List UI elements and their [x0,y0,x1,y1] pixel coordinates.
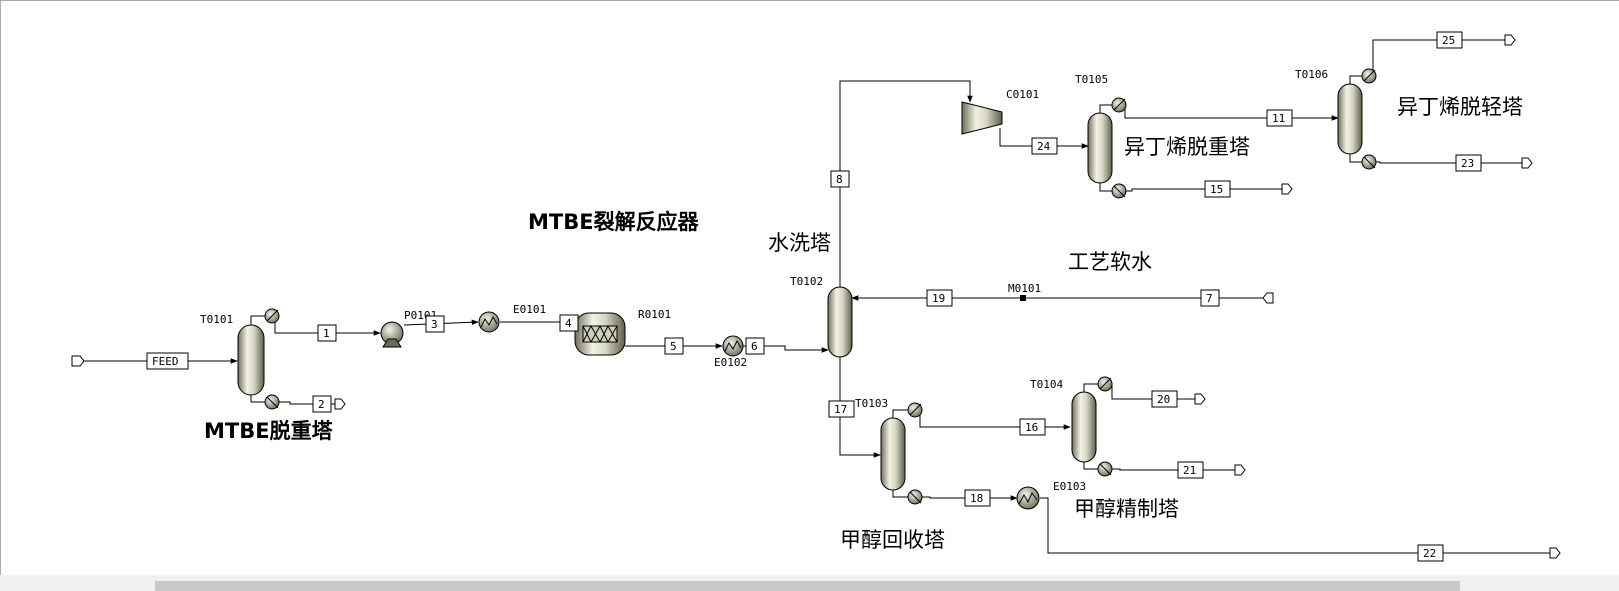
window-border-top [0,0,1619,1]
s23-outlet-arrow [1521,157,1533,169]
label-isobutene-heavy-column: 异丁烯脱重塔 [1124,135,1250,159]
s22-outlet-arrow [1549,547,1561,559]
svg-text:23: 23 [1461,157,1474,170]
heater-e0102[interactable] [722,335,744,357]
label-mtbe-heavy-column: MTBE脱重塔 [204,419,334,443]
stream-labels[interactable]: FEED 1 2 3 4 5 6 7 8 11 15 16 17 18 19 2… [146,31,1482,562]
window-border-left [0,0,1,591]
block-id-t0103: T0103 [855,397,888,410]
stream-label-5: 5 [664,337,684,355]
stream-label-20: 20 [1151,390,1178,408]
svg-text:22: 22 [1423,547,1436,560]
svg-text:1: 1 [323,327,330,340]
svg-text:25: 25 [1442,34,1455,47]
svg-text:21: 21 [1183,464,1196,477]
svg-text:19: 19 [932,292,945,305]
column-t0103[interactable] [880,402,923,505]
stream-label-feed: FEED [146,352,189,370]
block-id-e0103: E0103 [1053,480,1086,493]
column-t0104[interactable] [1071,376,1113,477]
s25-outlet-arrow [1504,34,1516,46]
svg-text:FEED: FEED [152,355,179,368]
stream-label-22: 22 [1417,544,1444,562]
stream-label-25: 25 [1436,31,1463,49]
column-t0105[interactable] [1087,97,1127,199]
heater-e0103[interactable] [1016,486,1040,510]
stream-label-15: 15 [1204,180,1231,198]
stream-label-6: 6 [745,337,765,355]
stream-label-1: 1 [317,324,337,342]
stream-label-4: 4 [559,314,579,332]
stream-label-16: 16 [1019,418,1046,436]
label-isobutene-light-column: 异丁烯脱轻塔 [1397,95,1523,119]
column-t0102[interactable] [827,286,853,358]
svg-text:15: 15 [1210,183,1223,196]
svg-text:24: 24 [1037,140,1051,153]
column-t0101[interactable] [237,308,280,410]
svg-text:4: 4 [565,317,572,330]
block-id-c0101: C0101 [1006,88,1039,101]
svg-text:20: 20 [1157,393,1170,406]
svg-text:8: 8 [836,173,843,186]
stream-label-8: 8 [830,170,850,188]
stream-label-2: 2 [312,395,332,413]
label-methanol-recovery-column: 甲醇回收塔 [840,528,945,552]
svg-text:3: 3 [431,318,438,331]
horizontal-scrollbar-thumb[interactable] [155,581,1460,591]
block-id-e0101: E0101 [513,303,546,316]
block-id-t0101: T0101 [200,313,233,326]
s20-outlet-arrow [1194,393,1206,405]
block-id-t0104: T0104 [1030,378,1063,391]
feed-inlet-arrow [71,355,85,367]
stream-label-17: 17 [828,400,855,418]
svg-text:5: 5 [670,340,677,353]
block-id-r0101: R0101 [638,308,671,321]
svg-text:16: 16 [1025,421,1038,434]
svg-text:11: 11 [1272,112,1285,125]
reactor-r0101[interactable] [574,312,626,356]
block-id-t0105: T0105 [1075,73,1108,86]
svg-text:17: 17 [834,403,847,416]
stream-label-24: 24 [1031,137,1058,155]
stream-terminals [71,34,1561,559]
svg-text:7: 7 [1206,292,1213,305]
block-id-e0102: E0102 [714,356,747,369]
stream-label-3: 3 [425,315,445,333]
block-id-t0102: T0102 [790,275,823,288]
label-mtbe-reactor: MTBE裂解反应器 [528,210,700,234]
svg-text:2: 2 [318,398,325,411]
svg-text:6: 6 [751,340,758,353]
label-process-soft-water: 工艺软水 [1068,250,1152,274]
stream-label-21: 21 [1177,461,1204,479]
heater-e0101[interactable] [478,311,500,333]
block-id-t0106: T0106 [1295,68,1328,81]
pump-p0101[interactable] [380,321,404,348]
stream-label-19: 19 [926,289,953,307]
stream-label-7: 7 [1200,289,1220,307]
stream-lines [80,39,1550,554]
s2-outlet-arrow [334,398,346,410]
stream-label-23: 23 [1455,154,1482,172]
label-water-wash-column: 水洗塔 [768,231,831,255]
block-ids: T0101 P0101 E0101 R0101 E0102 T0102 M010… [200,68,1328,493]
s7-inlet-arrow [1262,292,1274,304]
svg-text:18: 18 [970,492,983,505]
label-methanol-refining-column: 甲醇精制塔 [1074,497,1179,521]
stream-label-11: 11 [1266,109,1293,127]
block-id-m0101: M0101 [1008,282,1041,295]
stream-label-18: 18 [964,489,991,507]
compressor-c0101[interactable] [961,101,1003,135]
column-t0106[interactable] [1337,68,1377,170]
s15-outlet-arrow [1281,183,1293,195]
s21-outlet-arrow [1234,464,1246,476]
unit-labels: MTBE脱重塔 MTBE裂解反应器 水洗塔 工艺软水 异丁烯脱重塔 异丁烯脱轻塔… [204,95,1523,552]
mixer-m0101[interactable] [1020,295,1026,301]
